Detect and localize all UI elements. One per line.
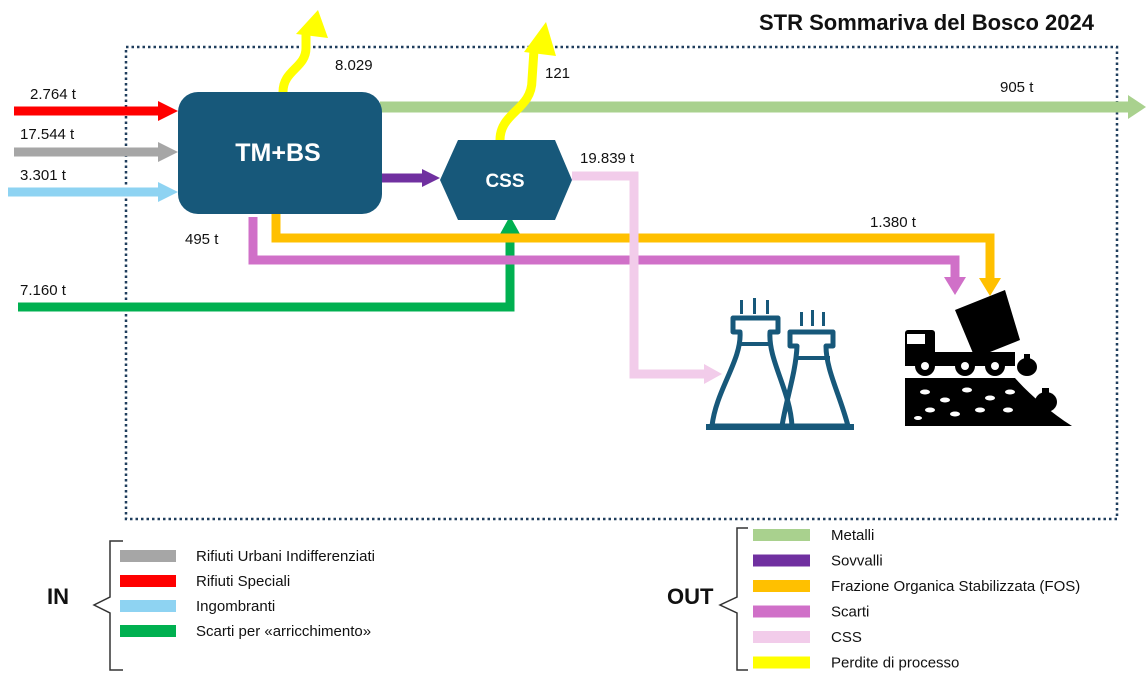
legend-swatch [753, 529, 810, 541]
legend-label: Perdite di processo [831, 655, 959, 672]
flow-css-out [572, 171, 722, 384]
legend-swatch [753, 656, 810, 669]
node-tmbs: TM+BS [178, 92, 382, 214]
legend-swatch [753, 605, 810, 618]
flow-perdite-tmbs [278, 10, 328, 93]
legend-label: Frazione Organica Stabilizzata (FOS) [831, 578, 1080, 595]
flow-sovvalli [382, 169, 440, 187]
label-ingombranti: 3.301 t [20, 167, 67, 184]
legend-in-heading: IN [47, 584, 69, 609]
legend-swatch [753, 580, 810, 592]
legend-swatch [120, 550, 176, 562]
flow-rifiuti-speciali [14, 101, 178, 121]
label-metalli: 905 t [1000, 79, 1034, 96]
legend-label: Ingombranti [196, 598, 275, 615]
label-css-out: 19.839 t [580, 150, 635, 167]
svg-text:CSS: CSS [485, 171, 524, 192]
legend-label: Rifiuti Urbani Indifferenziati [196, 548, 375, 565]
label-rifiuti-speciali: 2.764 t [30, 86, 77, 103]
flow-scarti [248, 217, 966, 295]
legend-swatch [120, 575, 176, 587]
node-css: CSS [440, 140, 572, 220]
legend-label: Rifiuti Speciali [196, 573, 290, 590]
legend-swatch [753, 631, 810, 643]
landfill-truck-icon [905, 290, 1072, 426]
legend-label: CSS [831, 629, 862, 646]
flow-rifiuti-urbani [14, 142, 178, 162]
legend-swatch [753, 554, 810, 567]
label-rifiuti-urbani: 17.544 t [20, 126, 75, 143]
label-perdite-css: 121 [545, 65, 570, 82]
legend-label: Sovvalli [831, 553, 883, 570]
legend-swatch [120, 600, 176, 612]
power-plant-icon [706, 298, 854, 430]
label-scarti: 495 t [185, 231, 219, 248]
legend-label: Scarti per «arricchimento» [196, 623, 371, 640]
legend-swatch [120, 625, 176, 637]
legend-label: Scarti [831, 604, 869, 621]
flow-perdite-css [495, 22, 556, 141]
label-perdite-tmbs: 8.029 [335, 57, 373, 74]
flow-ingombranti [8, 182, 178, 202]
legend-out-heading: OUT [667, 584, 714, 609]
legend-in: IN Rifiuti Urbani IndifferenziatiRifiuti… [47, 540, 375, 671]
legend-label: Metalli [831, 527, 874, 544]
diagram-title: STR Sommariva del Bosco 2024 [759, 10, 1095, 35]
plant-boundary [124, 45, 1119, 521]
label-fos: 1.380 t [870, 214, 917, 231]
flow-metalli [380, 95, 1146, 119]
label-arricchimento: 7.160 t [20, 282, 67, 299]
svg-text:TM+BS: TM+BS [235, 139, 320, 167]
